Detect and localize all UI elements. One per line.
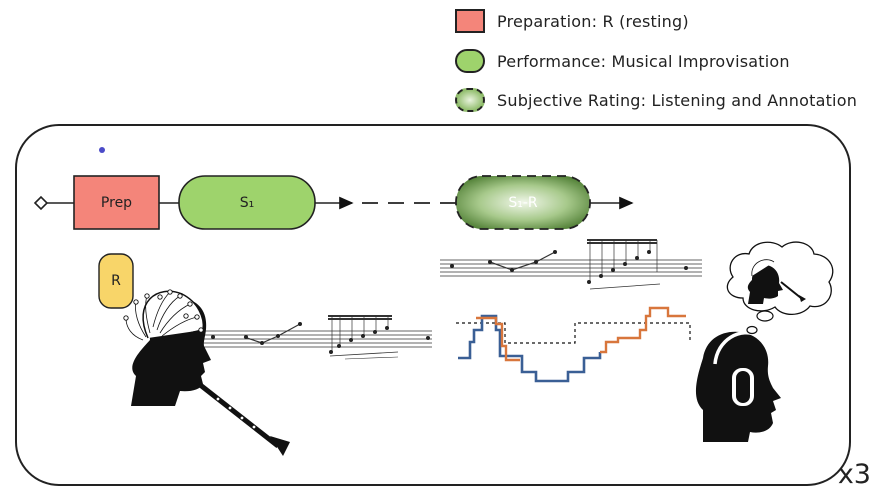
resting-label: R (111, 273, 121, 289)
annotation-plot (456, 306, 691, 383)
eeg-head-icon (123, 289, 211, 406)
annotation-trace-blue (458, 314, 602, 383)
headphones-head-icon (695, 330, 781, 442)
clarinet-icon (197, 382, 290, 456)
prep-label: Prep (100, 194, 133, 211)
resting-block (98, 253, 134, 309)
performance-label: S₁ (239, 194, 255, 211)
thought-bubble-icon (726, 241, 834, 335)
legend-swatch-performance (455, 49, 485, 73)
marker-dot (99, 147, 105, 153)
legend-label-performance: Performance: Musical Improvisation (497, 51, 790, 71)
annotation-trace-orange-2 (600, 306, 686, 354)
subjective-rating-block (455, 175, 591, 230)
music-score-icon (200, 315, 432, 360)
legend-item-preparation: Preparation: R (resting) (455, 8, 689, 34)
timeline (33, 175, 634, 230)
performance-block (178, 175, 316, 230)
legend-label-preparation: Preparation: R (resting) (497, 11, 689, 31)
subjective-rating-label: S₁-R (508, 194, 538, 211)
timeline-start-diamond (33, 195, 49, 211)
annotation-trace-orange-1 (476, 316, 520, 362)
session-frame (15, 124, 851, 486)
legend-label-subjective-rating: Subjective Rating: Listening and Annotat… (497, 90, 858, 110)
music-score-icon (440, 239, 702, 290)
prep-block (73, 175, 160, 230)
reference-trace (456, 322, 691, 344)
legend-item-subjective-rating: Subjective Rating: Listening and Annotat… (455, 87, 857, 113)
legend-item-performance: Performance: Musical Improvisation (455, 48, 790, 74)
legend-swatch-preparation (455, 9, 485, 33)
legend-swatch-subjective-rating (455, 88, 485, 112)
repeat-count: x3 (837, 459, 871, 490)
